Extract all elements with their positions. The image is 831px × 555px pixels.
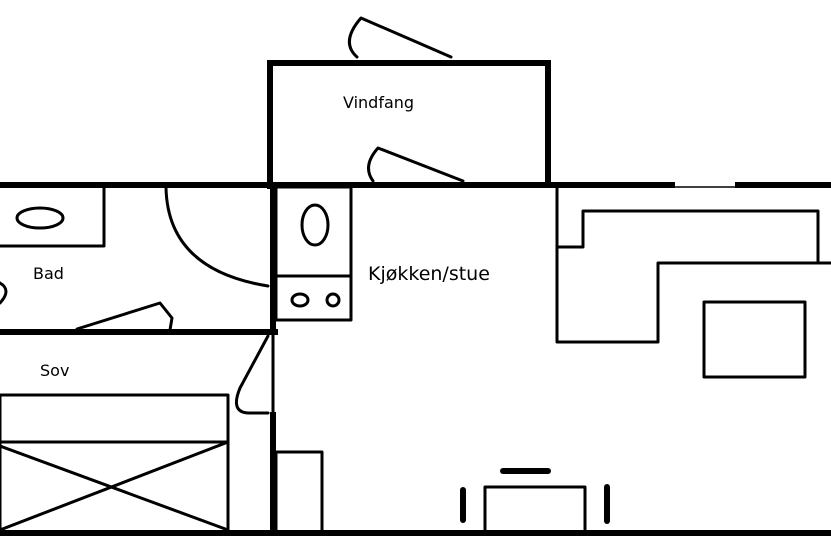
coffee-table xyxy=(702,300,807,379)
bathroom-door-leaf xyxy=(75,301,174,332)
kitchen-sink-icon xyxy=(300,203,330,247)
entry-door-outer xyxy=(348,16,453,59)
vindfang-walls xyxy=(267,60,551,189)
toilet-icon xyxy=(0,281,8,305)
closet xyxy=(274,450,324,535)
stove-burner-icon xyxy=(290,292,310,308)
dining-table xyxy=(483,485,587,535)
bedroom-door xyxy=(234,334,270,415)
bathroom-door-arc xyxy=(164,186,270,288)
room-label-bathroom: Bad xyxy=(33,264,64,283)
room-label-bedroom: Sov xyxy=(40,361,69,380)
stove-burner-icon xyxy=(325,292,341,308)
interior-walls xyxy=(0,182,278,536)
room-label-kitchen-living: Kjøkken/stue xyxy=(368,263,490,285)
bathroom-counter xyxy=(0,185,106,248)
entry-door-inner xyxy=(367,146,465,183)
room-label-vindfang: Vindfang xyxy=(343,93,414,112)
bed-cross xyxy=(0,440,230,532)
sofa xyxy=(555,185,831,344)
sink-icon xyxy=(15,206,65,230)
kitchen-counter xyxy=(274,185,353,322)
bed xyxy=(0,393,230,534)
